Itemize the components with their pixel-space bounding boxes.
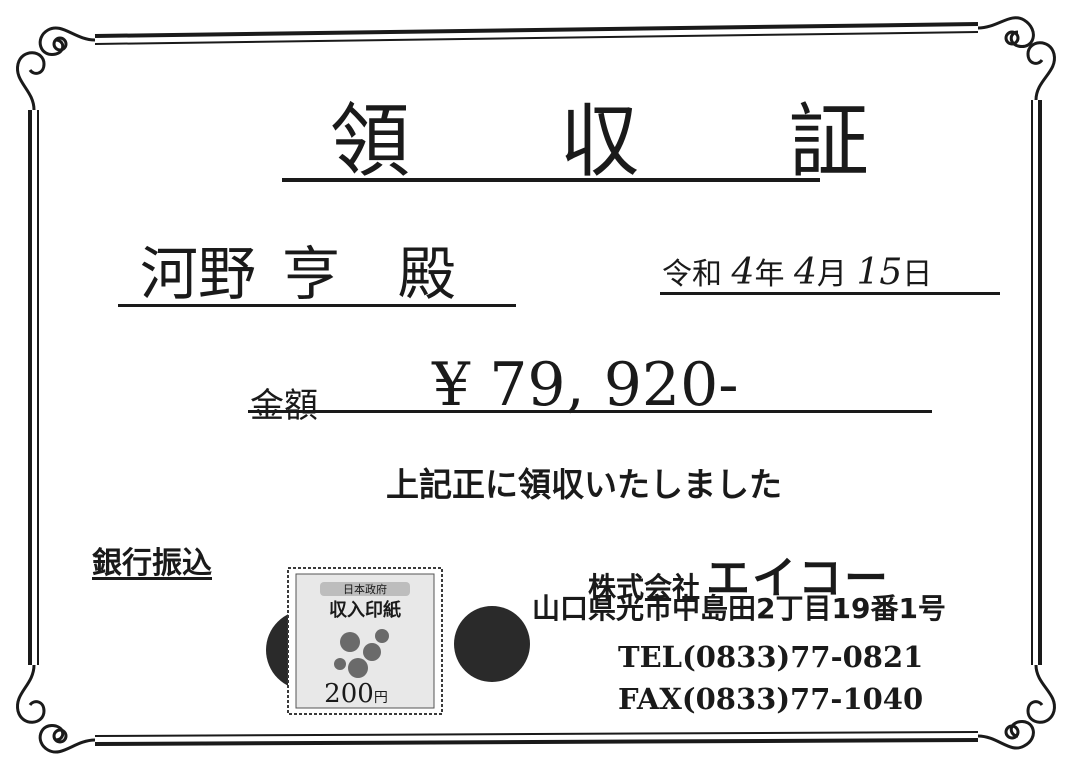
stamp-value: 200円 [324,679,388,709]
addressee-family-name: 河野 [140,240,257,308]
date-month: 4 [794,252,817,293]
date-year: 4 [731,252,755,293]
receipt-statement: 上記正に領収いたしました [386,465,782,504]
issuer-address: 山口県光市中島田2丁目19番1号 [532,592,946,625]
stamp-label: 収入印紙 [329,599,401,621]
corner-scroll-top-left [16,26,96,111]
issue-date: 令和 4年 4月 15日 [662,253,932,295]
company-type-label: 株式会社 [588,571,701,604]
amount-value: ¥ 79, 920- [432,350,739,420]
company-name: エイコー [706,553,891,604]
issuer-tel: TEL(0833)77-0821 [618,640,924,674]
date-underline [660,292,1000,295]
issuer-company: 株式会社エイコー [588,542,890,606]
issuer-fax: FAX(0833)77-1040 [618,682,924,716]
addressee-underline [118,304,516,307]
title-underline [282,178,820,182]
revenue-stamp-area: 日本政府 収入印紙 200円 [260,560,532,720]
receipt-title: 領 収 証 [330,95,931,188]
date-day-unit: 日 [902,257,933,292]
date-era: 令和 [662,257,722,292]
addressee-honorific: 殿 [398,240,457,308]
addressee-given-name: 亨 [282,240,341,308]
revenue-stamp-icon: 日本政府 収入印紙 200円 [266,567,530,715]
seal-circle-right [454,606,530,682]
stamp-header: 日本政府 [343,582,387,596]
corner-scroll-top-right [977,16,1056,101]
amount-underline [248,410,932,413]
corner-scroll-bottom-right [977,664,1056,750]
corner-scroll-bottom-left [16,664,96,754]
amount-label: 金額 [250,386,318,426]
payment-method: 銀行振込 [92,546,212,581]
date-month-unit: 月 [816,257,847,292]
date-day: 15 [856,252,903,293]
date-year-unit: 年 [754,257,785,292]
addressee-name: 河野亨殿 [140,238,456,310]
